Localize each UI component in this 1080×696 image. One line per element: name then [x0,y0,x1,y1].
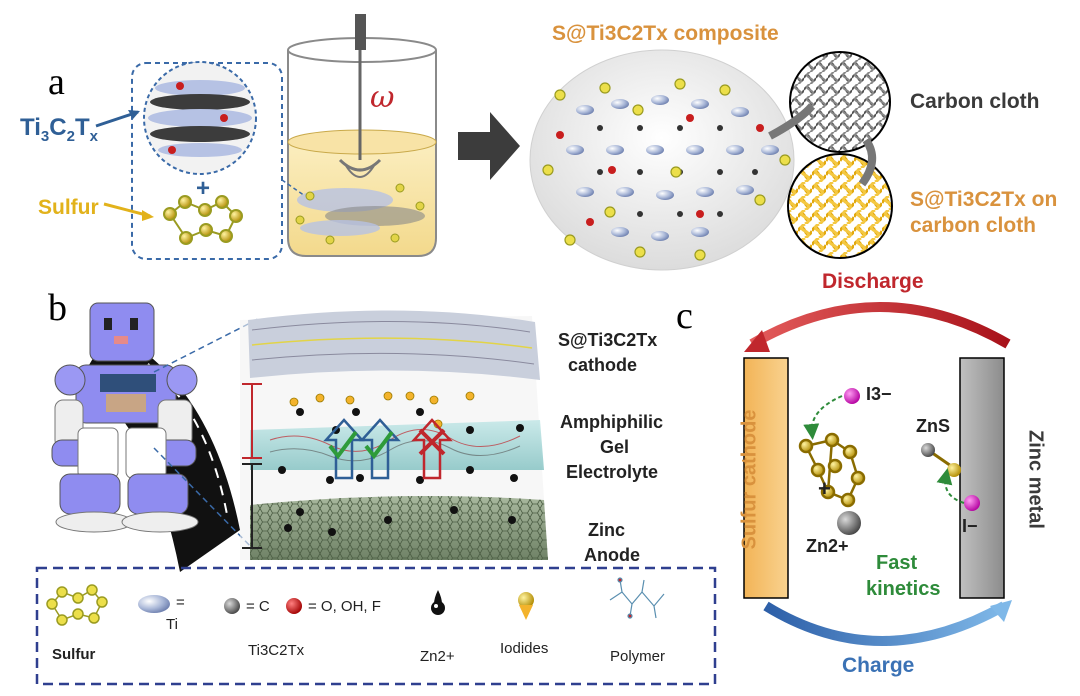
omega-symbol: ω [370,80,395,115]
discharge-label: Discharge [822,270,924,293]
legend-iodide-icon [518,592,534,620]
zoom-arrow-top [768,103,816,140]
plus-sign: + [196,175,210,202]
gel-label-line1: Amphiphilic [560,412,663,432]
panel-label-a: a [48,61,65,103]
i3-label: I3− [866,384,892,404]
cathode-layer [248,310,540,380]
fast-kinetics-line2: kinetics [866,578,941,600]
legend-polymer-label: Polymer [610,648,666,665]
legend-zn-icon [431,590,445,615]
i3-ion-sphere [844,388,860,404]
legend-sulfur-icon [46,584,108,626]
coated-cloth-label-line1: S@Ti3C2Tx on [910,188,1058,211]
legend-ti-eq: = [176,594,185,611]
panel-label-b: b [48,287,67,329]
legend-polymer-icon [609,577,665,619]
i-minus-label: I− [962,516,978,536]
discharge-arrow [749,302,1011,349]
legend-sulfur-label: Sulfur [52,646,96,663]
robot-illustration [51,302,240,572]
i-minus-sphere [964,495,980,511]
sulfur-label: Sulfur [38,196,99,219]
sulfur-ring-c [798,432,866,508]
anode-label-line2: Anode [584,545,640,565]
zoom-arrow-mid [858,137,876,187]
charge-label: Charge [842,654,915,677]
legend-box [35,566,717,686]
panel-label-c: c [676,295,693,337]
gel-label-line2: Gel [600,437,630,457]
fast-kinetics-line1: Fast [876,552,918,574]
battery-stack [240,310,548,560]
sulfur-cathode-electrode [743,357,789,599]
gel-label-line3: Electrolyte [566,462,659,482]
cathode-label-line2: cathode [568,355,638,375]
legend-c-icon [224,598,240,614]
zinc-ion-drops [278,408,524,536]
legend-o-icon [286,598,302,614]
composite-circle [529,49,795,271]
stirrer-handle [355,14,366,50]
coated-carbon-cloth-circle [787,153,893,259]
legend-iodides-label: Iodides [500,640,549,657]
ti3c2tx-label: Ti3C2Tx [20,114,98,145]
zn2-label: Zn2+ [806,536,849,556]
beaker [287,14,437,257]
process-arrow [458,112,520,180]
cathode-label-line1: S@Ti3C2Tx [558,330,658,350]
legend-zn2-label: Zn2+ [420,648,455,665]
charge-arrow [763,601,1007,646]
layer-brackets [242,383,262,549]
composite-label: S@Ti3C2Tx composite [552,22,779,45]
zn2-ion-sphere [837,511,861,535]
carbon-cloth-label: Carbon cloth [910,90,1040,113]
legend-c-label: = C [246,598,270,615]
legend-ti3c2tx-label: Ti3C2Tx [248,642,305,659]
legend-ti-icon [138,595,170,613]
zns-label: ZnS [916,416,950,436]
plus-c: + [818,476,831,501]
zinc-metal-electrode [959,357,1005,599]
sulfur-ring-a [163,195,243,245]
mxene-sulfur-box: + [131,61,283,260]
ion-selective-arrows [323,418,453,480]
zinc-metal-label: Zinc metal [1024,430,1047,529]
legend-ti-label: Ti [166,616,178,633]
legend-o-label: = O, OH, F [308,598,381,615]
coated-cloth-label-line2: carbon cloth [910,214,1037,237]
carbon-cloth-circle [789,51,891,153]
anode-label-line1: Zinc [588,520,626,540]
zns-molecule [921,443,961,477]
mxene-layers [148,80,252,157]
sulfur-cathode-label: Sulfur cathode [738,409,761,550]
